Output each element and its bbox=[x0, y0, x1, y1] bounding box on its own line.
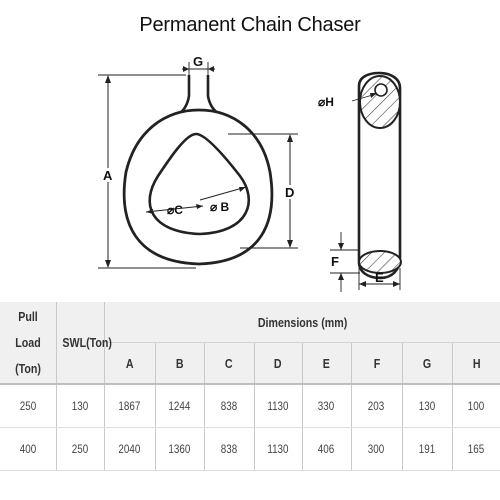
page-title: Permanent Chain Chaser bbox=[139, 14, 361, 36]
front-view bbox=[122, 75, 274, 266]
header-dim-h: H bbox=[452, 342, 500, 384]
label-e: E bbox=[375, 270, 384, 285]
cell-d: 1130 bbox=[254, 383, 303, 428]
dimension-e bbox=[358, 268, 401, 290]
table-row: 400 250 2040 1360 838 1130 406 300 191 1… bbox=[0, 427, 500, 471]
header-dim-a: A bbox=[104, 342, 156, 384]
cell-h: 100 bbox=[452, 383, 500, 428]
header-swl: SWL(Ton) bbox=[56, 302, 111, 385]
label-d: D bbox=[285, 185, 294, 200]
cell-g: 191 bbox=[402, 427, 453, 471]
header-dim-d: D bbox=[254, 342, 303, 384]
cell-c: 838 bbox=[204, 383, 255, 428]
header-dim-e: E bbox=[302, 342, 352, 384]
side-view bbox=[351, 71, 402, 280]
label-f: F bbox=[331, 254, 339, 269]
label-b: ⌀ B bbox=[210, 200, 230, 214]
specification-table: Pull Load (Ton) SWL(Ton) Dimensions (mm)… bbox=[0, 302, 500, 471]
cell-a: 2040 bbox=[104, 427, 156, 471]
cell-a: 1867 bbox=[104, 383, 156, 428]
cell-b: 1244 bbox=[155, 383, 205, 428]
dimension-f bbox=[330, 232, 360, 292]
cell-d: 1130 bbox=[254, 427, 303, 471]
cell-h: 165 bbox=[452, 427, 500, 471]
dimension-g bbox=[182, 62, 215, 75]
cell-g: 130 bbox=[402, 383, 453, 428]
header-pull-load: Pull Load (Ton) bbox=[0, 302, 57, 385]
table-row: 250 130 1867 1244 838 1130 330 203 130 1… bbox=[0, 383, 500, 428]
cell-e: 330 bbox=[302, 383, 352, 428]
header-dim-c: C bbox=[204, 342, 255, 384]
dimension-d bbox=[228, 133, 299, 249]
cell-swl: 250 bbox=[56, 427, 105, 471]
dimension-a bbox=[98, 74, 196, 269]
header-dimensions: Dimensions (mm) bbox=[104, 302, 500, 343]
label-g: G bbox=[193, 54, 203, 69]
cell-e: 406 bbox=[302, 427, 352, 471]
cell-f: 300 bbox=[351, 427, 403, 471]
header-dim-b: B bbox=[155, 342, 205, 384]
chain-chaser-diagram: A D G ⌀C ⌀ B ⌀H F bbox=[98, 54, 402, 292]
header-dim-f: F bbox=[351, 342, 403, 384]
cell-f: 203 bbox=[351, 383, 403, 428]
header-dim-g: G bbox=[402, 342, 453, 384]
cell-c: 838 bbox=[204, 427, 255, 471]
label-h: ⌀H bbox=[318, 95, 334, 109]
cell-pull-load: 400 bbox=[0, 427, 57, 471]
cell-b: 1360 bbox=[155, 427, 205, 471]
cell-swl: 130 bbox=[56, 383, 105, 428]
label-a: A bbox=[103, 168, 113, 183]
label-c: ⌀C bbox=[167, 203, 183, 217]
cell-pull-load: 250 bbox=[0, 383, 57, 428]
